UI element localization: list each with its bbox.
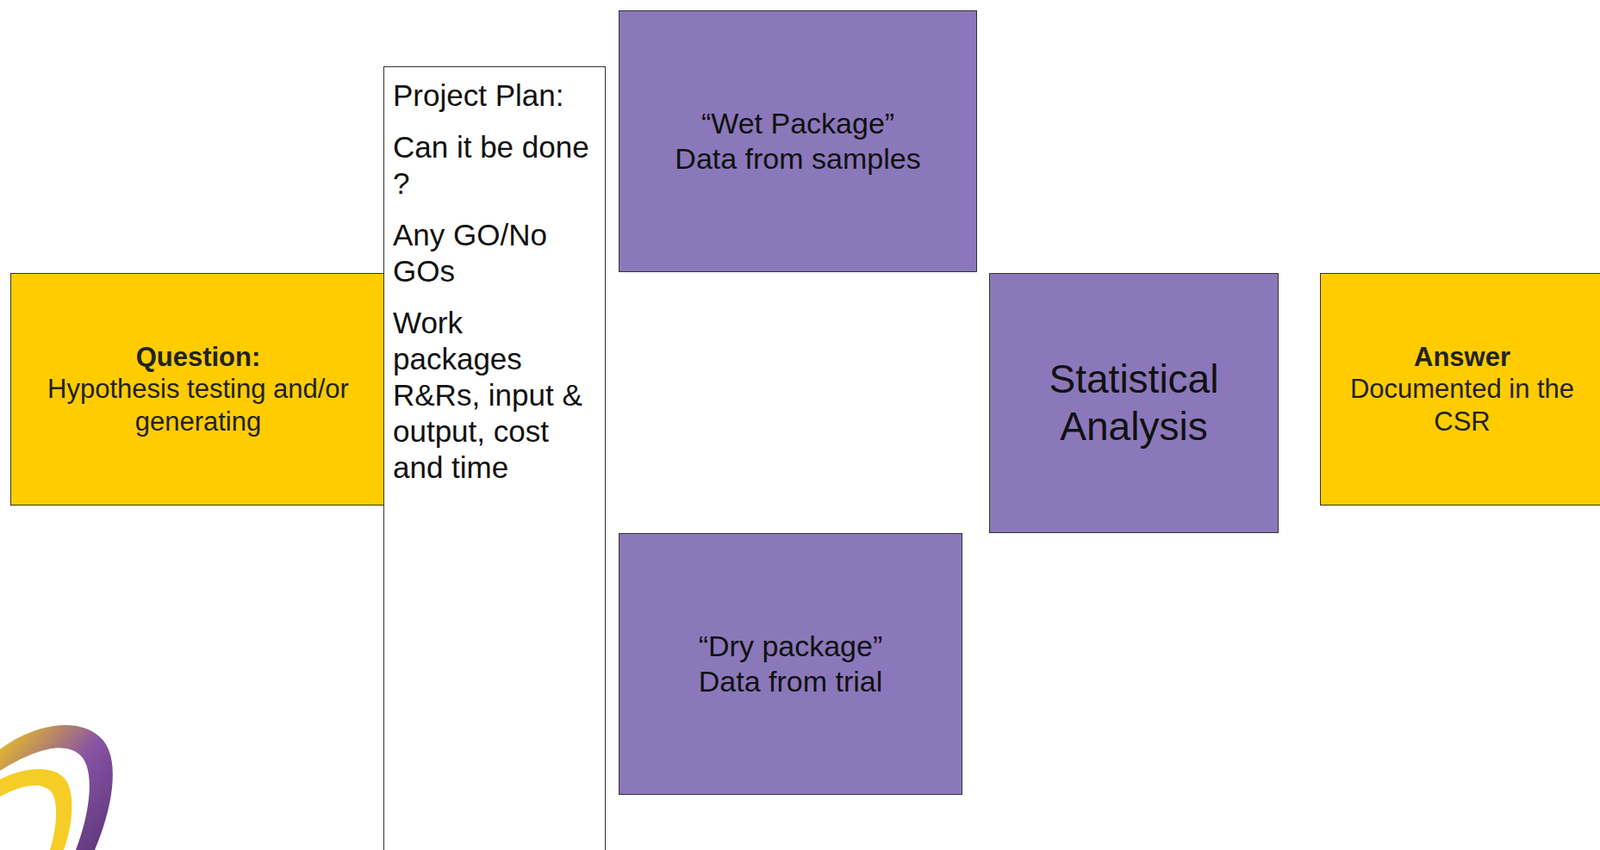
question-box: Question:Hypothesis testing and/or gener… (10, 273, 386, 506)
node-heading: Project Plan: (392, 77, 564, 114)
node-heading: “Dry package” (698, 628, 884, 665)
node-heading: Answer (1413, 341, 1511, 374)
dry-package-box: “Dry package”Data from trial (618, 533, 963, 796)
project-plan-box: Project Plan: Can it be done ? Any GO/No G… (383, 66, 606, 850)
node-heading: “Wet Package” (701, 105, 895, 142)
node-heading: Question: (136, 341, 262, 374)
node-text: Work packages R&Rs, input & output, cost… (392, 305, 597, 486)
node-text: Data from samples (674, 141, 921, 177)
analysis-box: Statistical Analysis (989, 273, 1279, 534)
node-text: Any GO/No GOs (392, 217, 597, 290)
node-text: Hypothesis testing and/or generating (23, 373, 374, 437)
wet-package-box: “Wet Package”Data from samples (618, 10, 978, 273)
answer-box: AnswerDocumented in the CSR (1319, 273, 1600, 506)
node-heading: Statistical Analysis (1002, 355, 1266, 451)
node-text: Can it be done ? (392, 129, 597, 202)
node-text: Data from trial (698, 664, 884, 700)
node-text: Documented in the CSR (1332, 373, 1592, 437)
